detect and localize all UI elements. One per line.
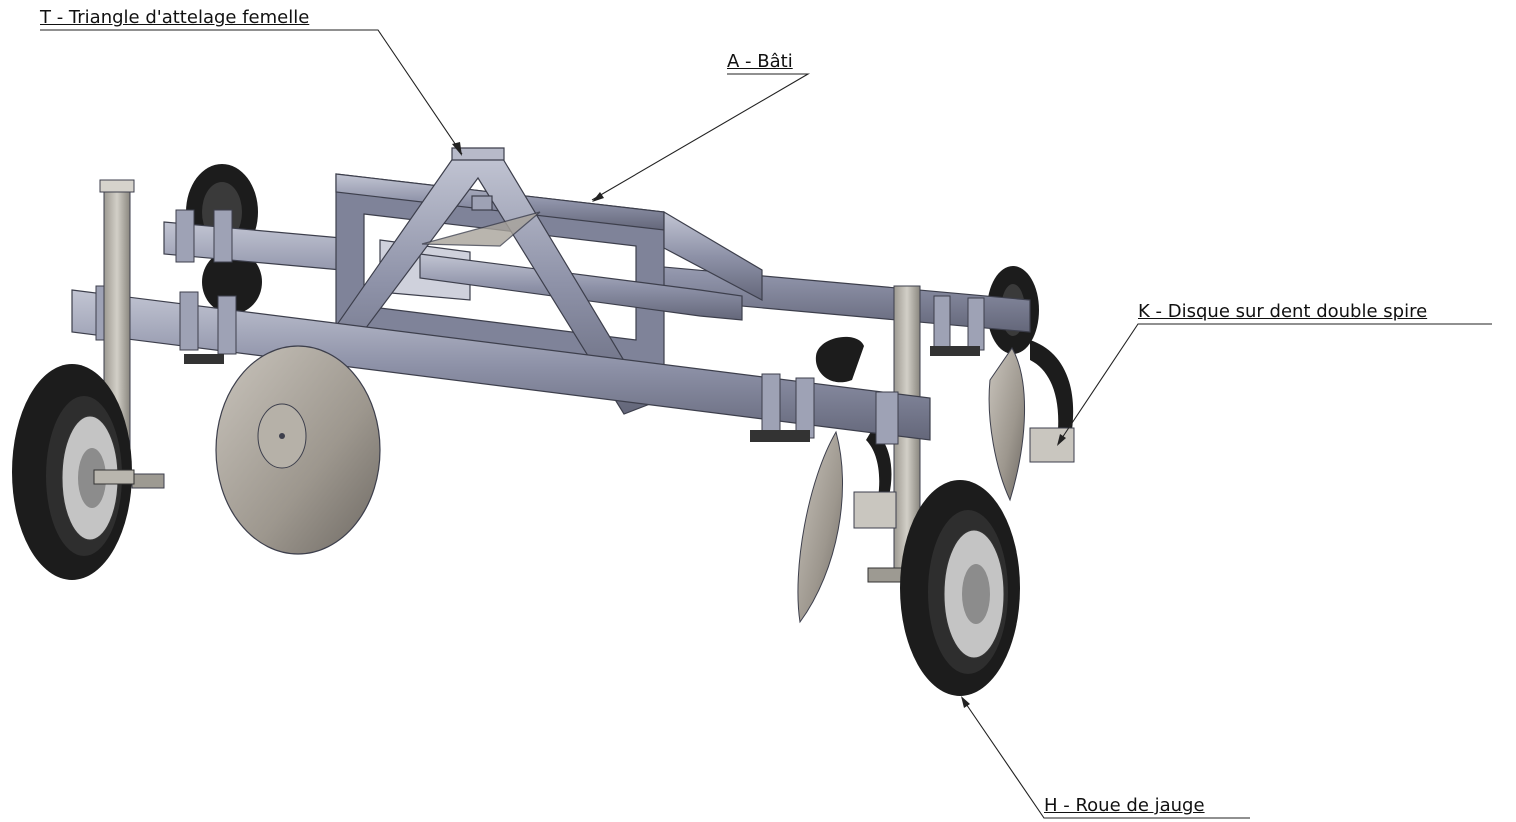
spring-tine-right-mid: [866, 430, 892, 500]
callout-gauge-wheel: H - Roue de jauge: [1044, 795, 1205, 816]
rear-clamps: [175, 209, 985, 351]
disc-left: [215, 345, 381, 555]
gauge-wheel-right: [867, 480, 1020, 696]
callout-frame: A - Bâti: [727, 51, 793, 72]
spring-tine-right-rear: [1030, 340, 1074, 430]
gauge-wheel-left: [12, 364, 135, 580]
clamp-bolts: [184, 346, 980, 442]
leader-h: [961, 697, 1250, 819]
spring-tine-right-front: [815, 336, 864, 383]
disc-right-front: [797, 430, 844, 624]
spring-tine-left: [202, 250, 262, 314]
callout-disc-tine: K - Disque sur dent double spire: [1138, 301, 1428, 322]
tine-clamp-right-front: [853, 491, 897, 529]
leader-arrowheads: [452, 142, 1066, 708]
leader-t: [40, 29, 463, 155]
callout-hitch-triangle: T - Triangle d'attelage femelle: [40, 7, 310, 28]
leader-lines: [40, 29, 1492, 819]
leader-k: [1057, 323, 1492, 445]
leader-a: [591, 73, 811, 201]
disc-right-rear: [988, 347, 1026, 502]
tine-clamp-right-rear: [1029, 427, 1075, 463]
front-beam: [71, 289, 931, 441]
